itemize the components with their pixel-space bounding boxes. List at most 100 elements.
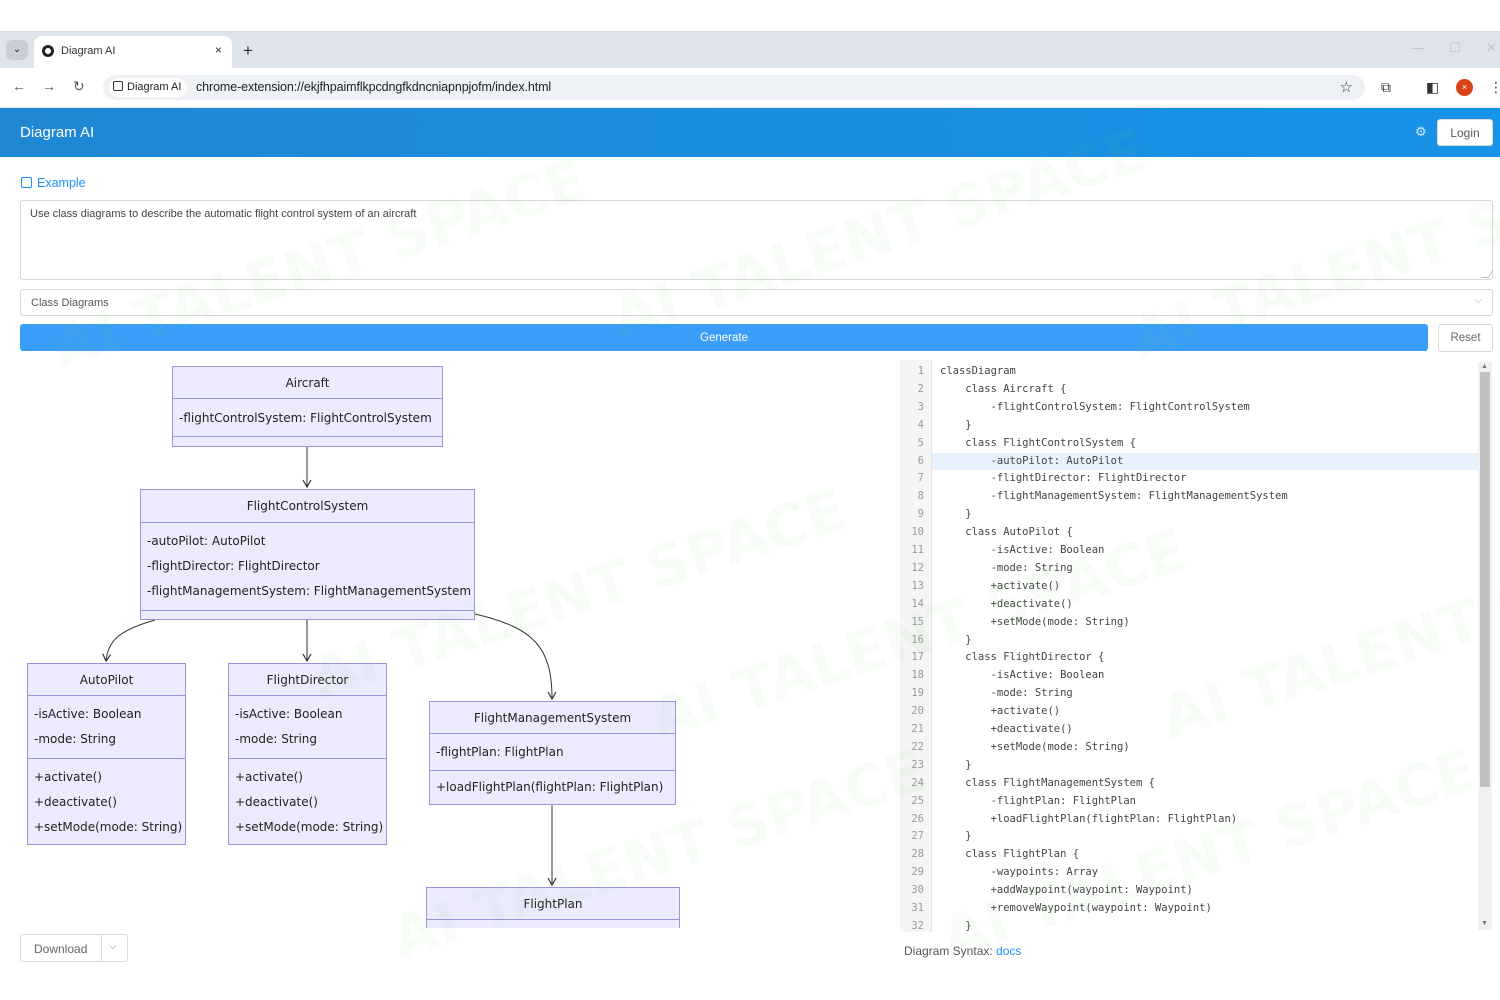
reload-icon[interactable]: ↻ bbox=[73, 78, 85, 94]
class-name: Aircraft bbox=[173, 367, 442, 399]
edge-fcs-autopilot bbox=[102, 619, 156, 663]
window-close-icon[interactable]: ✕ bbox=[1486, 40, 1497, 55]
line-number: 15 bbox=[911, 615, 924, 628]
code-line: class FlightPlan { bbox=[940, 848, 1080, 861]
code-line: class Aircraft { bbox=[940, 382, 1067, 395]
code-line: -flightControlSystem: FlightControlSyste… bbox=[940, 400, 1250, 413]
class-name: FlightPlan bbox=[427, 888, 679, 920]
diagram-syntax-note: Diagram Syntax: docs bbox=[904, 944, 1021, 958]
bookmark-star-icon[interactable]: ☆ bbox=[1339, 79, 1353, 96]
reset-button[interactable]: Reset bbox=[1438, 324, 1493, 352]
code-line: -flightManagementSystem: FlightManagemen… bbox=[940, 490, 1288, 503]
app-title: Diagram AI bbox=[20, 124, 95, 141]
scrollbar-thumb[interactable] bbox=[1480, 372, 1490, 787]
editor-scrollbar[interactable]: ▲ ▼ bbox=[1478, 362, 1492, 930]
maximize-icon[interactable]: ☐ bbox=[1449, 40, 1461, 55]
code-line: } bbox=[940, 919, 972, 932]
class-box-aircraft: Aircraft -flightControlSystem: FlightCon… bbox=[172, 366, 443, 447]
code-line: } bbox=[940, 418, 972, 431]
back-arrow-icon[interactable]: ← bbox=[12, 78, 26, 94]
code-line: } bbox=[940, 508, 972, 521]
line-number: 9 bbox=[917, 508, 924, 521]
code-line: -mode: String bbox=[940, 687, 1073, 700]
prompt-textarea[interactable]: Use class diagrams to describe the autom… bbox=[20, 200, 1493, 280]
line-number: 4 bbox=[917, 418, 924, 431]
code-line: class FlightDirector { bbox=[940, 651, 1105, 664]
code-line: classDiagram bbox=[940, 365, 1016, 377]
divider bbox=[101, 935, 102, 961]
code-line: -waypoints: Array bbox=[940, 866, 1099, 879]
class-attribute: -autoPilot: AutoPilot bbox=[147, 534, 266, 548]
class-name: FlightControlSystem bbox=[141, 490, 474, 523]
extensions-icon[interactable]: ⧉ bbox=[1381, 79, 1391, 95]
edge-fcs-fms bbox=[474, 613, 557, 701]
forward-arrow-icon[interactable]: → bbox=[42, 78, 56, 94]
line-number: 20 bbox=[911, 705, 924, 718]
url-text: chrome-extension://ekjfhpaimflkpcdngfkdn… bbox=[196, 80, 552, 94]
login-button[interactable]: Login bbox=[1437, 119, 1493, 146]
chevron-down-icon[interactable]: ⌵ bbox=[109, 941, 117, 952]
class-attribute: -flightManagementSystem: FlightManagemen… bbox=[147, 584, 472, 598]
browser-menu-icon[interactable]: ⋮ bbox=[1489, 79, 1500, 95]
minimize-icon[interactable]: — bbox=[1411, 40, 1424, 55]
side-panel-icon[interactable]: ◧ bbox=[1426, 79, 1440, 95]
tab-close-icon[interactable]: × bbox=[214, 43, 222, 57]
new-tab-icon[interactable]: + bbox=[243, 41, 253, 60]
generate-button[interactable]: Generate bbox=[20, 324, 1428, 351]
code-line: +setMode(mode: String) bbox=[940, 615, 1130, 628]
line-number: 17 bbox=[911, 651, 924, 664]
code-line: +deactivate() bbox=[940, 723, 1073, 735]
site-chip[interactable]: Diagram AI bbox=[109, 78, 188, 97]
class-attribute: -flightControlSystem: FlightControlSyste… bbox=[179, 411, 432, 425]
diagram-connectors bbox=[102, 447, 557, 887]
address-bar[interactable]: Diagram AI chrome-extension://ekjfhpaimf… bbox=[103, 75, 1365, 100]
download-label: Download bbox=[34, 942, 88, 956]
class-box-flightmanagementsystem: FlightManagementSystem -flightPlan: Flig… bbox=[429, 701, 676, 805]
extension-puzzle-icon bbox=[113, 81, 123, 91]
example-link[interactable]: Example bbox=[21, 176, 86, 190]
tab-search-chevron-icon[interactable]: ⌄ bbox=[6, 40, 28, 60]
class-attribute: -mode: String bbox=[34, 732, 117, 746]
profile-avatar[interactable]: × bbox=[1456, 79, 1473, 96]
browser-tab[interactable]: Diagram AI × bbox=[34, 36, 232, 68]
class-method: +deactivate() bbox=[235, 795, 318, 809]
code-line: } bbox=[940, 830, 972, 843]
scroll-up-icon[interactable]: ▲ bbox=[1481, 363, 1488, 370]
code-line: +removeWaypoint(waypoint: Waypoint) bbox=[940, 902, 1212, 914]
diagram-type-value: Class Diagrams bbox=[31, 297, 109, 309]
line-number: 32 bbox=[911, 919, 924, 932]
browser-tab-bar bbox=[0, 32, 1500, 68]
class-box-flightplan: FlightPlan bbox=[426, 887, 680, 928]
line-number: 12 bbox=[911, 561, 924, 574]
line-number: 23 bbox=[911, 758, 924, 771]
tab-title: Diagram AI bbox=[61, 45, 116, 57]
code-line: +activate() bbox=[940, 705, 1061, 718]
line-number: 22 bbox=[911, 740, 924, 753]
class-method: +deactivate() bbox=[34, 795, 117, 809]
line-number: 11 bbox=[911, 544, 924, 556]
line-number: 29 bbox=[911, 866, 924, 879]
docs-link[interactable]: docs bbox=[996, 944, 1022, 958]
diagram-type-select[interactable]: Class Diagrams ⌵ bbox=[20, 289, 1493, 316]
class-name: AutoPilot bbox=[28, 664, 185, 696]
settings-gear-icon[interactable]: ⚙ bbox=[1415, 124, 1427, 139]
syntax-label: Diagram Syntax: bbox=[904, 944, 993, 958]
line-number: 10 bbox=[911, 526, 924, 539]
class-attribute: -isActive: Boolean bbox=[235, 707, 343, 721]
screen-top-strip bbox=[0, 0, 1500, 32]
code-line: class AutoPilot { bbox=[940, 526, 1073, 539]
class-box-autopilot: AutoPilot -isActive: Boolean -mode: Stri… bbox=[27, 663, 186, 845]
scroll-down-icon[interactable]: ▼ bbox=[1481, 920, 1488, 927]
class-method: +activate() bbox=[235, 770, 303, 784]
code-line: } bbox=[940, 758, 972, 771]
code-line: -mode: String bbox=[940, 561, 1073, 574]
site-chip-label: Diagram AI bbox=[127, 81, 182, 93]
download-dropdown[interactable]: Download ⌵ bbox=[20, 934, 128, 962]
app-header: Diagram AI ⚙ Login bbox=[0, 108, 1500, 157]
class-box-flightcontrolsystem: FlightControlSystem -autoPilot: AutoPilo… bbox=[140, 489, 475, 620]
class-methods-empty bbox=[173, 437, 442, 446]
diagram-canvas: Aircraft -flightControlSystem: FlightCon… bbox=[0, 358, 900, 928]
line-number: 14 bbox=[911, 597, 924, 610]
